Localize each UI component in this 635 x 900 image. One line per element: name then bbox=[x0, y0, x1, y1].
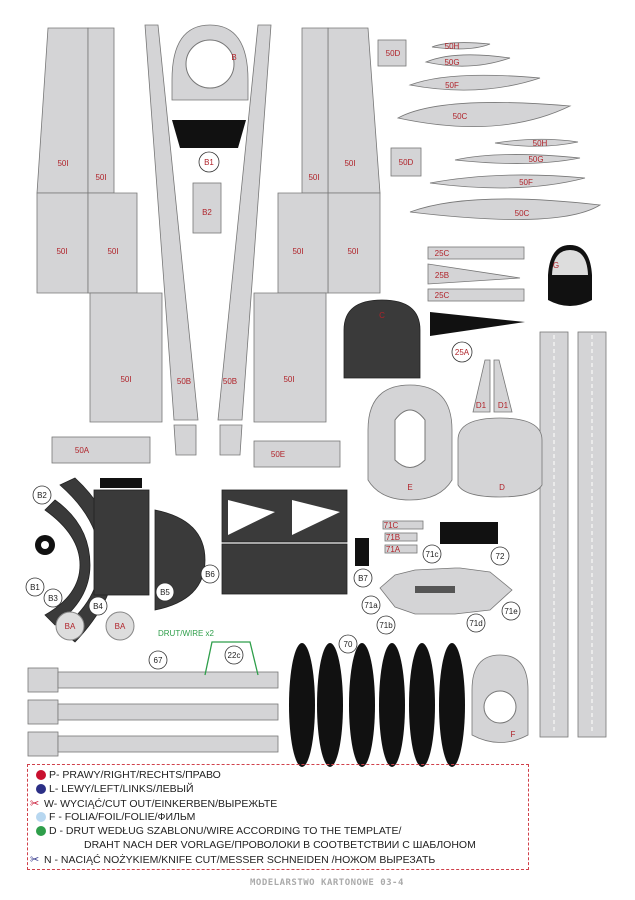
footer: MODELARSTWO KARTONOWE 03-4 bbox=[250, 878, 404, 888]
blue-dot-icon bbox=[36, 784, 46, 794]
left-wing-parts: 50I 50I 50I 50I 50I 50B bbox=[36, 24, 199, 456]
part-label: 50E bbox=[271, 450, 285, 459]
part-label: 25B bbox=[435, 271, 449, 280]
callout-label: B6 bbox=[205, 570, 215, 579]
part-label: 50I bbox=[308, 173, 319, 182]
callout-label: B7 bbox=[358, 574, 368, 583]
legend-item-knife: ✂ N - NACIĄĆ NOŻYKIEM/KNIFE CUT/MESSER SC… bbox=[30, 853, 436, 867]
part-label: B bbox=[231, 53, 236, 62]
part-label: 50I bbox=[56, 247, 67, 256]
part-label: 50H bbox=[533, 139, 548, 148]
part-label: 50I bbox=[283, 375, 294, 384]
legend-item-right: P- PRAWY/RIGHT/RECHTS/ПРАВО bbox=[36, 769, 221, 781]
callout-label: 70 bbox=[344, 640, 353, 649]
legend-item-cut: ✂ W- WYCIĄĆ/CUT OUT/EINKERBEN/ВЫРЕЖЬТЕ bbox=[30, 797, 278, 811]
right-wing-parts: 50I 50I 50I 50I 50I 50B bbox=[217, 24, 381, 456]
part-label: B2 bbox=[202, 208, 212, 217]
gun-barrels: 67 bbox=[27, 650, 279, 757]
callout-label: 71a bbox=[364, 601, 378, 610]
legend-text: DRAHT NACH DER VORLAGE/ПРОВОЛОКИ В СООТВ… bbox=[84, 839, 476, 851]
part-label: C bbox=[379, 311, 385, 320]
part-label: 50I bbox=[292, 247, 303, 256]
legend-text: F - FOLIA/FOIL/FOLIE/ФИЛЬМ bbox=[49, 811, 196, 823]
callout-label: B4 bbox=[93, 602, 103, 611]
part-label: BA bbox=[65, 622, 76, 631]
red-dot-icon bbox=[36, 770, 46, 780]
part-label: 50D bbox=[386, 49, 401, 58]
part-label: F bbox=[511, 730, 516, 739]
callout-label: 71c bbox=[426, 550, 439, 559]
part-label: 50I bbox=[120, 375, 131, 384]
legend: P- PRAWY/RIGHT/RECHTS/ПРАВО L- LEWY/LEFT… bbox=[27, 764, 529, 870]
legend-item-wire-cont: DRAHT NACH DER VORLAGE/ПРОВОЛОКИ В СООТВ… bbox=[84, 839, 476, 851]
part-label: 50I bbox=[347, 247, 358, 256]
part-label: 71C bbox=[384, 521, 399, 530]
callout-label: B1 bbox=[30, 583, 40, 592]
callout-label: B5 bbox=[160, 588, 170, 597]
callouts: B2 B3 B1 B4 B5 B6 B7 BA BA bbox=[25, 485, 373, 641]
part-label: 50B bbox=[223, 377, 237, 386]
part-label: 50A bbox=[75, 446, 90, 455]
part-label: 25A bbox=[455, 348, 470, 357]
part-label: 50I bbox=[95, 173, 106, 182]
legend-item-foil: F - FOLIA/FOIL/FOLIE/ФИЛЬМ bbox=[36, 811, 195, 823]
legend-text: D - DRUT WEDŁUG SZABLONU/WIRE ACCORDING … bbox=[49, 825, 402, 837]
legend-text: L- LEWY/LEFT/LINKS/ЛЕВЫЙ bbox=[49, 783, 194, 795]
callout-label: 71b bbox=[379, 621, 393, 630]
part-label: D1 bbox=[498, 401, 509, 410]
legend-text: N - NACIĄĆ NOŻYKIEM/KNIFE CUT/MESSER SCH… bbox=[44, 853, 436, 866]
part-label: 50B bbox=[177, 377, 191, 386]
callout-label: B2 bbox=[37, 491, 47, 500]
callout-label: 71d bbox=[469, 619, 482, 628]
wire-label: DRUT/WIRE x2 bbox=[158, 629, 215, 638]
part-label: 50F bbox=[519, 178, 533, 187]
part-b: B B1 B2 bbox=[171, 24, 249, 234]
part-label: 50I bbox=[57, 159, 68, 168]
part-label: 50I bbox=[107, 247, 118, 256]
cockpit-parts: 71C 71B 71A 71a 71b 71c 71d 71e 72 bbox=[361, 520, 521, 635]
green-dot-icon bbox=[36, 826, 46, 836]
part-label: G bbox=[553, 261, 559, 270]
legend-item-left: L- LEWY/LEFT/LINKS/ЛЕВЫЙ bbox=[36, 783, 194, 795]
part-label: 25C bbox=[435, 291, 450, 300]
knife-scissors-icon: ✂ bbox=[30, 854, 40, 866]
callout-label: 67 bbox=[154, 656, 163, 665]
part-label: D1 bbox=[476, 401, 487, 410]
part-label: BA bbox=[115, 622, 126, 631]
callout-label: 22c bbox=[228, 651, 241, 660]
part-label: E bbox=[407, 483, 412, 492]
part-label: 50H bbox=[445, 42, 460, 51]
part-label: 50F bbox=[445, 81, 459, 90]
part-label: 71A bbox=[386, 545, 401, 554]
legend-text: W- WYCIĄĆ/CUT OUT/EINKERBEN/ВЫРЕЖЬТЕ bbox=[44, 797, 278, 810]
part-label: 50C bbox=[453, 112, 468, 121]
scissors-icon: ✂ bbox=[30, 798, 40, 810]
legend-text: P- PRAWY/RIGHT/RECHTS/ПРАВО bbox=[49, 769, 221, 781]
airfoil-ribs: 50H 50G 50F 50C 50H 50G 50F 50C bbox=[396, 42, 602, 220]
part-label: 25C bbox=[435, 249, 450, 258]
part-label: 50C bbox=[515, 209, 530, 218]
lightblue-dot-icon bbox=[36, 812, 46, 822]
legend-item-wire: D - DRUT WEDŁUG SZABLONU/WIRE ACCORDING … bbox=[36, 825, 401, 837]
part-label: 50I bbox=[344, 159, 355, 168]
part-label: 71B bbox=[386, 533, 400, 542]
part-label: B1 bbox=[204, 158, 214, 167]
part-label: 50G bbox=[528, 155, 543, 164]
callout-label: B3 bbox=[48, 594, 58, 603]
part-label: 50D bbox=[399, 158, 414, 167]
part-label: 50G bbox=[444, 58, 459, 67]
engine-cowl-parts bbox=[35, 477, 369, 643]
propeller-blades: 70 bbox=[289, 634, 465, 767]
callout-label: 71e bbox=[504, 607, 518, 616]
part-label: D bbox=[499, 483, 505, 492]
callout-label: 72 bbox=[496, 552, 505, 561]
